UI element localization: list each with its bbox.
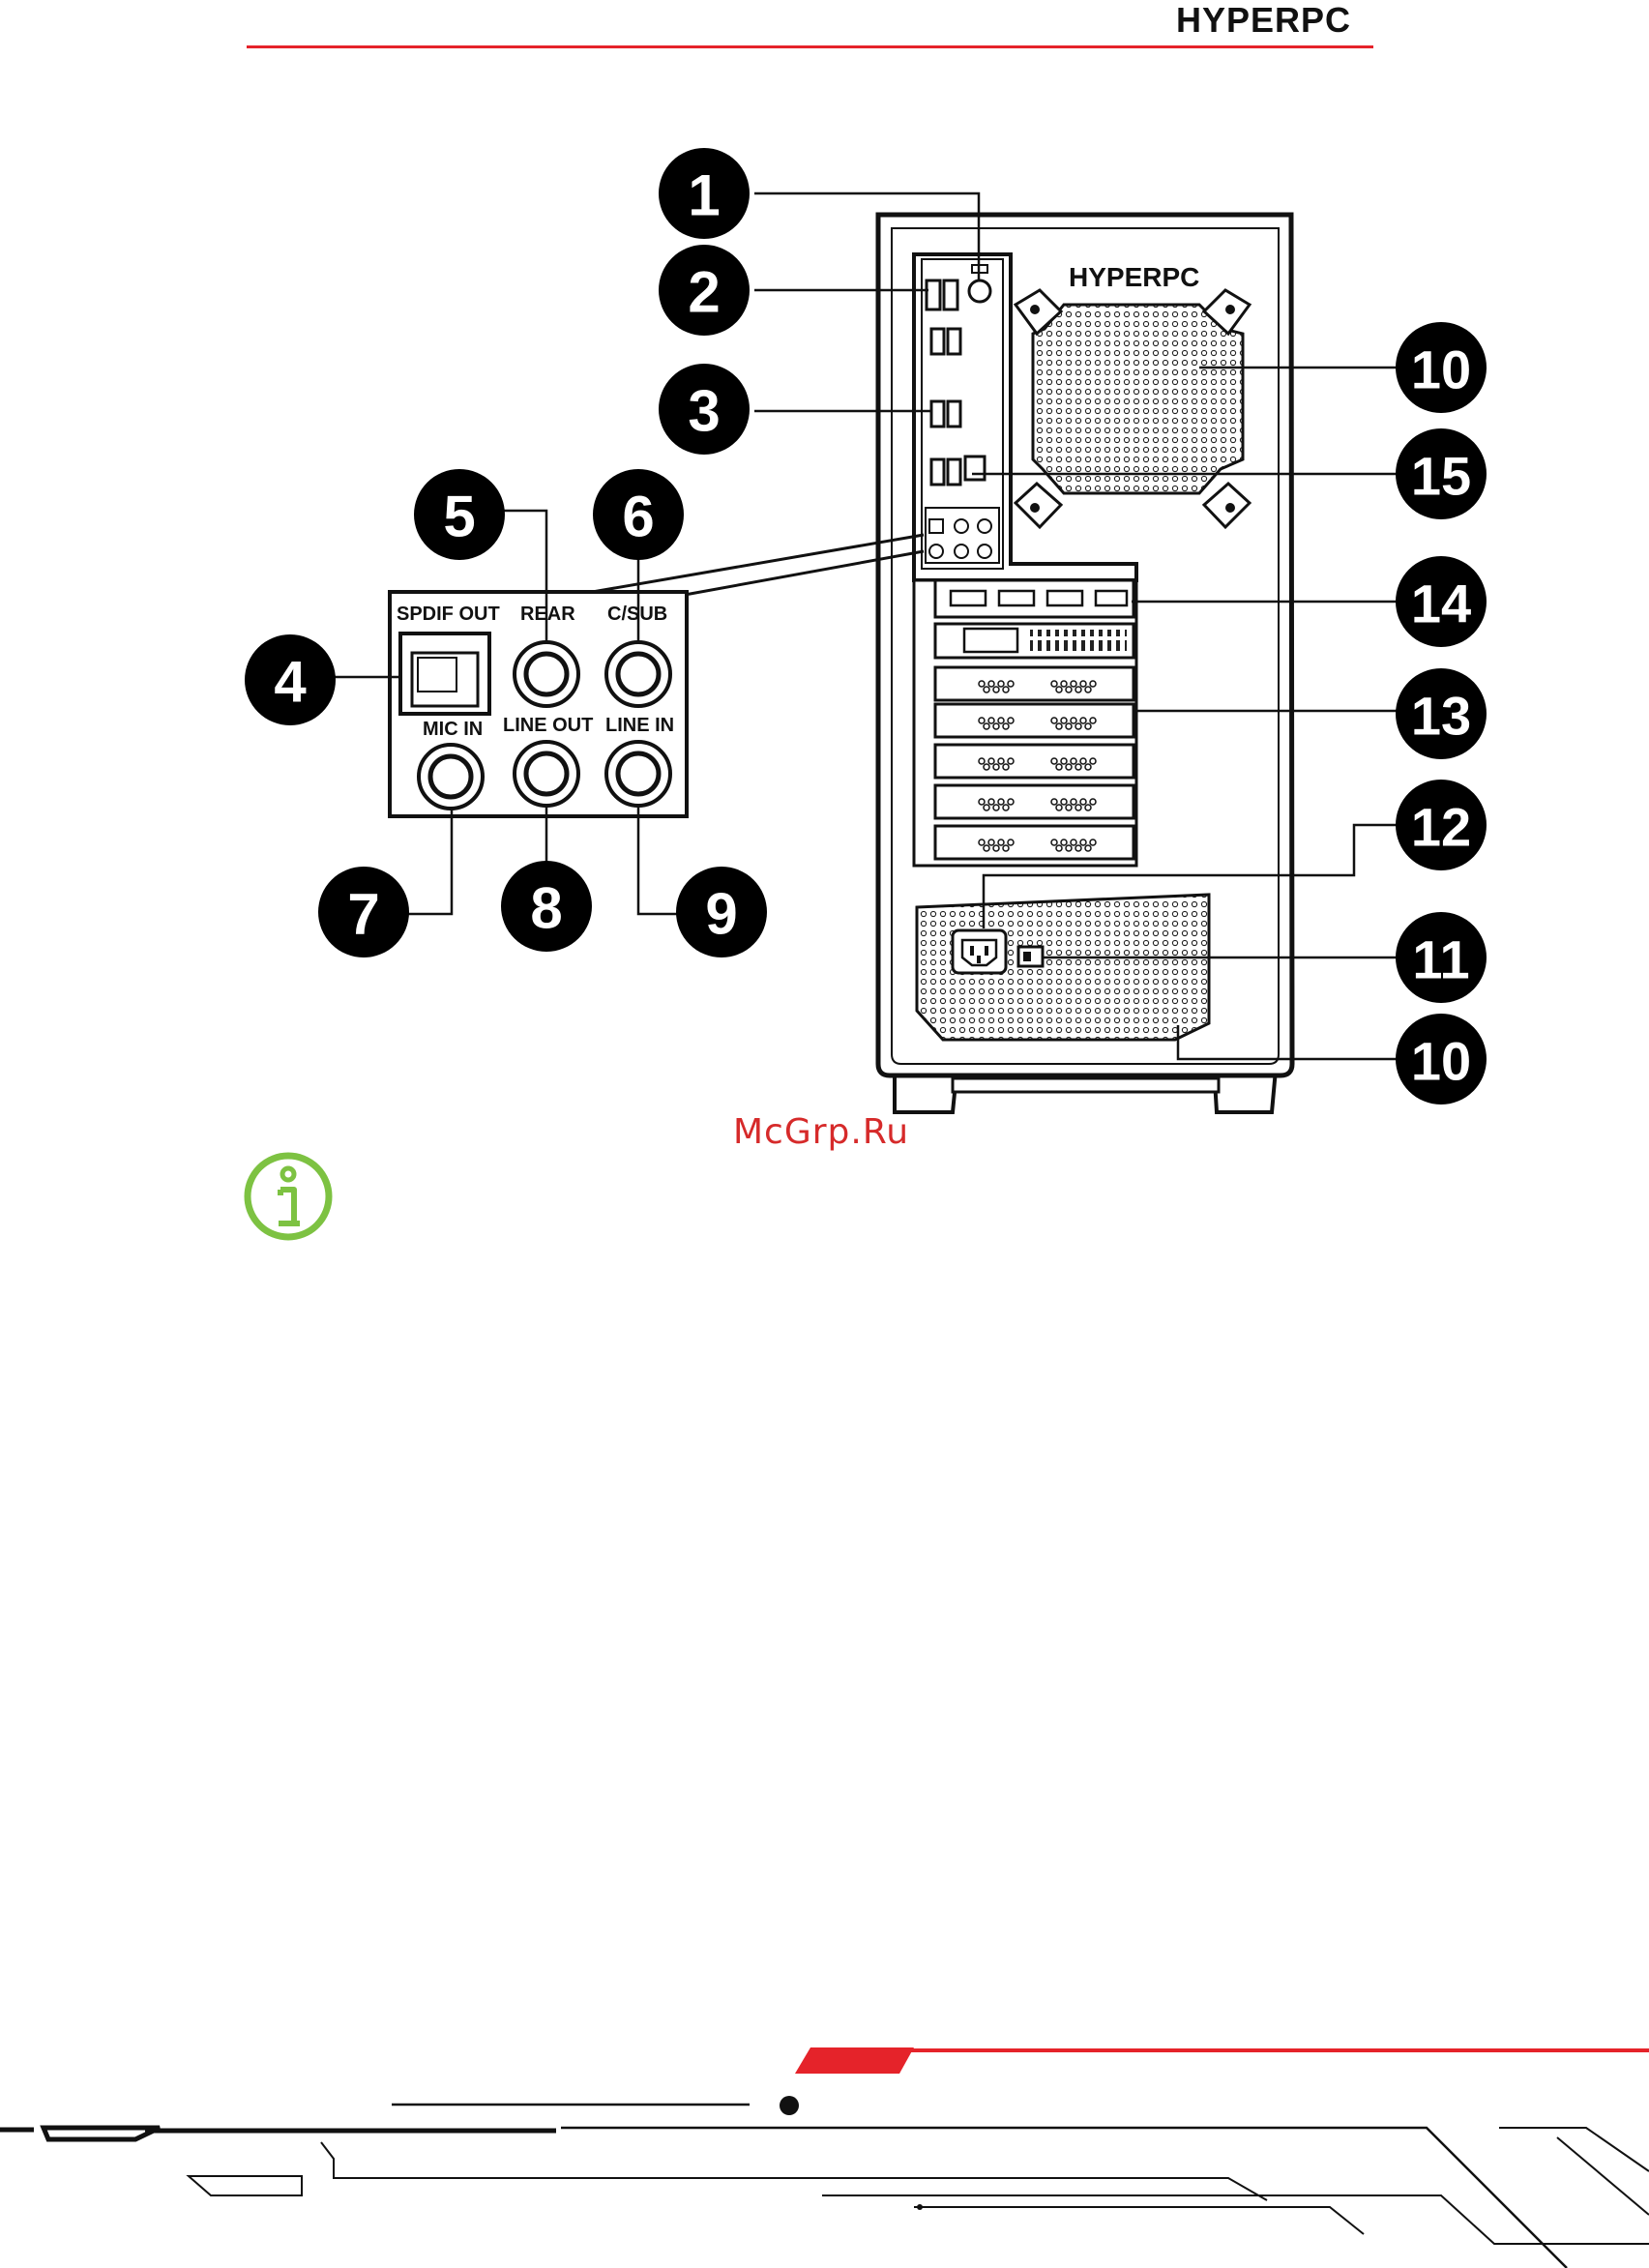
case-bottom-bar — [953, 1078, 1219, 1092]
ps2-port — [969, 280, 990, 302]
callout-8: 8 — [501, 861, 592, 952]
callout-12-number: 12 — [1411, 797, 1471, 858]
footer-red-tab — [795, 2047, 914, 2074]
mic-in-jack — [419, 745, 483, 809]
callout-8-number: 8 — [530, 876, 562, 941]
callout-10-fan-number: 10 — [1411, 339, 1471, 400]
line-in-jack — [606, 742, 670, 806]
footer-decoration — [0, 2047, 1649, 2268]
callout-3: 3 — [659, 364, 750, 455]
callout-13-number: 13 — [1411, 686, 1471, 747]
callout-11: 11 — [1396, 912, 1487, 1003]
callout-5: 5 — [414, 469, 505, 560]
case-logo: HYPERPC — [1069, 262, 1199, 292]
label-mic-in: MIC IN — [423, 719, 483, 740]
info-icon — [248, 1156, 329, 1237]
callout-4-number: 4 — [274, 650, 307, 715]
rear-jack — [515, 642, 578, 706]
callout-11-number: 11 — [1412, 929, 1469, 990]
mini-audio-block — [926, 508, 999, 563]
callout-9-number: 9 — [705, 882, 737, 947]
callout-6: 6 — [593, 469, 684, 560]
callout-9: 9 — [676, 867, 767, 957]
callout-13: 13 — [1396, 668, 1487, 759]
lan-port — [965, 457, 985, 480]
callout-15-number: 15 — [1411, 446, 1471, 507]
label-line-out: LINE OUT — [503, 715, 593, 736]
pc-case-rear: HYPERPC — [878, 215, 1292, 1112]
line-out-jack — [515, 742, 578, 806]
callout-7-number: 7 — [347, 882, 379, 947]
callout-5-number: 5 — [443, 485, 475, 549]
callout-10-fan: 10 — [1396, 322, 1487, 413]
callout-2: 2 — [659, 245, 750, 336]
callout-6-number: 6 — [622, 485, 654, 549]
spdif-out-port — [400, 633, 489, 714]
label-rear: REAR — [520, 604, 575, 625]
callout-7: 7 — [318, 867, 409, 957]
callout-10-psu: 10 — [1396, 1014, 1487, 1105]
audio-panel-detail: SPDIF OUT REAR C/SUB MIC IN LINE OUT LIN… — [390, 535, 924, 816]
callout-1-number: 1 — [688, 163, 720, 228]
callout-1: 1 — [659, 148, 750, 239]
callout-12: 12 — [1396, 780, 1487, 870]
psu — [917, 895, 1209, 1040]
csub-jack — [606, 642, 670, 706]
blank-slot-covers — [935, 667, 1134, 859]
callout-15: 15 — [1396, 428, 1487, 519]
callout-2-number: 2 — [688, 260, 720, 325]
expansion-slots — [914, 580, 1136, 866]
callout-10-psu-number: 10 — [1411, 1031, 1471, 1092]
callout-14-number: 14 — [1411, 574, 1471, 634]
watermark: McGrp.Ru — [733, 1112, 909, 1152]
label-spdif-out: SPDIF OUT — [397, 604, 500, 625]
callout-4: 4 — [245, 634, 336, 725]
callout-14: 14 — [1396, 556, 1487, 647]
callout-3-number: 3 — [688, 379, 720, 444]
label-line-in: LINE IN — [605, 715, 674, 736]
